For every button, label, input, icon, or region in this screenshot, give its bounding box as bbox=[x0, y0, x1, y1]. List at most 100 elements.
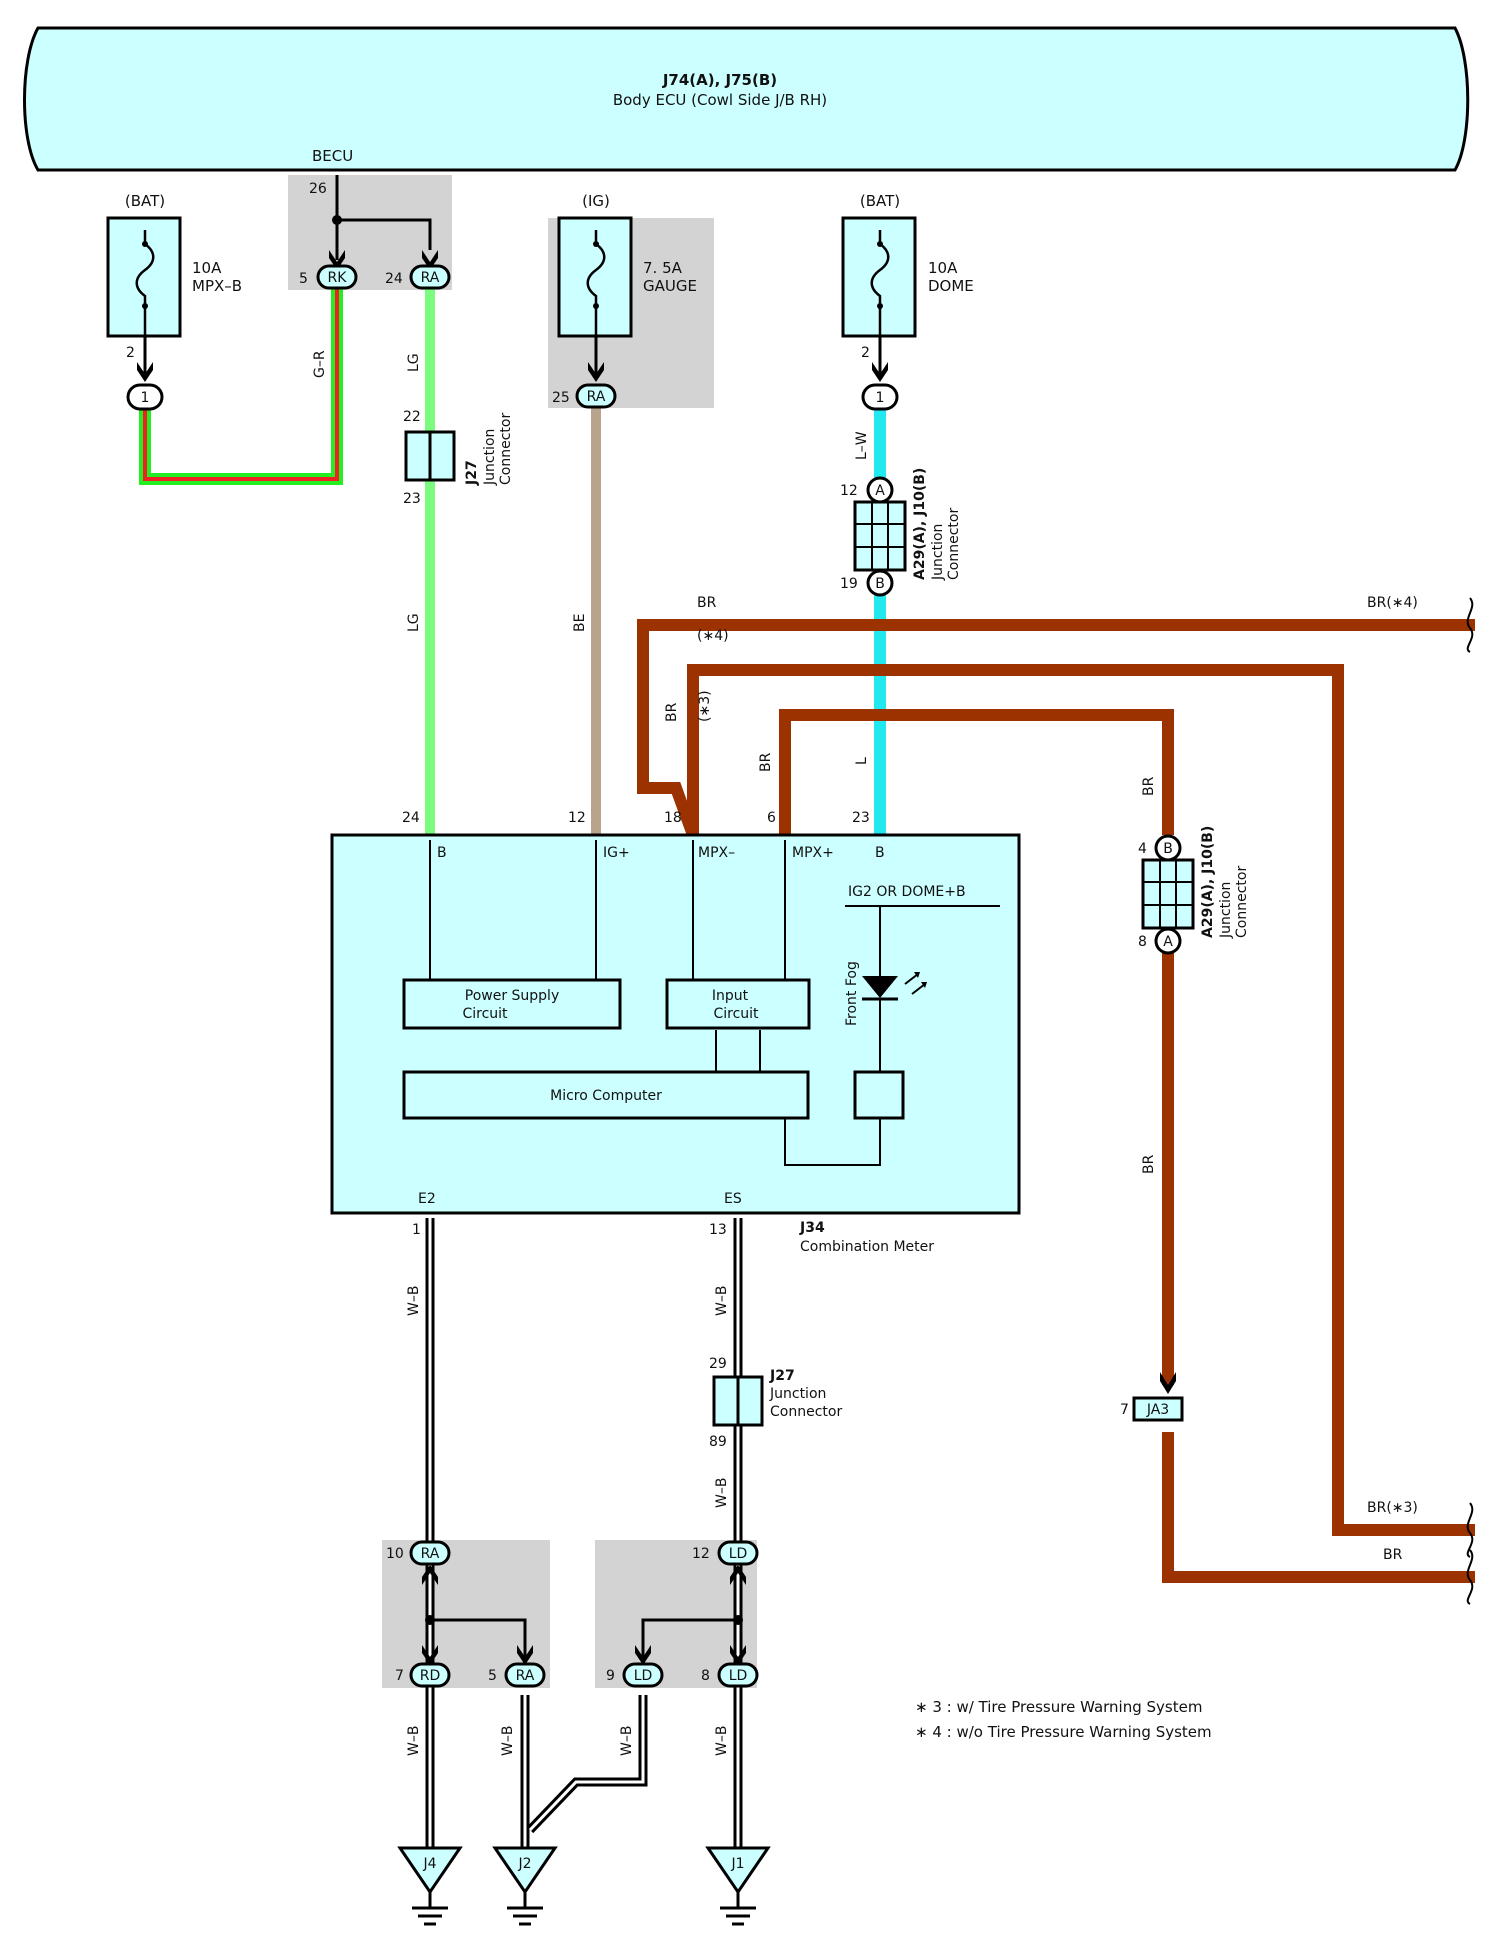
note-star3: ∗ 3 : w/ Tire Pressure Warning System bbox=[915, 1698, 1202, 1716]
j27-top-code: J27 bbox=[464, 460, 480, 486]
meter-pin-24: 24 bbox=[402, 810, 420, 826]
wire-br-star3-end: BR(∗3) bbox=[1367, 1500, 1418, 1516]
wire-wb6-label: W–B bbox=[619, 1726, 635, 1756]
a29-top-conn-a: A bbox=[875, 483, 885, 499]
conn-rk bbox=[316, 264, 358, 290]
j27-bottom-code: J27 bbox=[769, 1368, 795, 1384]
wire-lg1-label: LG bbox=[406, 353, 422, 372]
a29-right-box bbox=[1141, 858, 1195, 930]
fuse3-icon bbox=[870, 230, 890, 336]
term-mpxm: MPX– bbox=[698, 845, 735, 861]
fuse1-icon bbox=[135, 230, 155, 336]
term-e2: E2 bbox=[418, 1191, 436, 1207]
fuse2-icon bbox=[586, 230, 606, 336]
j27-top-name2: Connector bbox=[498, 413, 514, 485]
j27-bottom-name2: Connector bbox=[770, 1404, 842, 1420]
gc-ld12-label: LD bbox=[729, 1546, 748, 1562]
gc-ld9-label: LD bbox=[634, 1668, 653, 1684]
wire-br-right2-label: BR bbox=[1141, 1154, 1157, 1174]
fuse3-pin: 2 bbox=[861, 345, 870, 361]
term-mpxp: MPX+ bbox=[792, 845, 834, 861]
wire-br-top-label: BR bbox=[697, 595, 717, 611]
ja3-pin: 7 bbox=[1120, 1402, 1129, 1418]
wire-br-star4-note: (∗4) bbox=[697, 628, 729, 644]
micro-computer-label: Micro Computer bbox=[550, 1088, 662, 1104]
a29-top-pin-b: 19 bbox=[840, 576, 858, 592]
wire-wb7-label: W–B bbox=[714, 1726, 730, 1756]
ground-j2: J2 bbox=[492, 1846, 558, 1926]
a29-top-name2: Connector bbox=[946, 508, 962, 580]
ground-j4: J4 bbox=[397, 1846, 463, 1926]
wire-lw-label: L–W bbox=[854, 431, 870, 460]
wire-lg2-label: LG bbox=[406, 613, 422, 632]
gc-rd7-pin: 7 bbox=[395, 1668, 404, 1684]
j27-top-pin-b: 23 bbox=[403, 491, 421, 507]
ground-j2-label: J2 bbox=[517, 1856, 531, 1872]
micro-computer-box bbox=[402, 1070, 810, 1120]
wire-wb1-label: W–B bbox=[406, 1286, 422, 1316]
meter-pin-23: 23 bbox=[852, 810, 870, 826]
gc-ld8-pin: 8 bbox=[701, 1668, 710, 1684]
ground-j1-label: J1 bbox=[730, 1856, 744, 1872]
pin-24-ecu: 24 bbox=[385, 271, 403, 287]
j27-top-name1: Junction bbox=[482, 429, 498, 486]
ecu-name: Body ECU (Cowl Side J/B RH) bbox=[613, 91, 827, 109]
meter-pin-18: 18 bbox=[664, 810, 682, 826]
j27-bottom-name1: Junction bbox=[769, 1386, 826, 1402]
ground-j1: J1 bbox=[705, 1846, 771, 1926]
gc-ra5-label: RA bbox=[516, 1668, 535, 1684]
gc-ld12-pin: 12 bbox=[692, 1546, 710, 1562]
power-supply-box bbox=[402, 978, 622, 1030]
fuse3-name: DOME bbox=[928, 277, 974, 295]
wire-wb3-label: W–B bbox=[714, 1478, 730, 1508]
meter-pin-12: 12 bbox=[568, 810, 586, 826]
wire-l-label: L bbox=[854, 757, 870, 765]
a29-top-pin-a: 12 bbox=[840, 483, 858, 499]
j27-bottom-pin-a: 29 bbox=[709, 1356, 727, 1372]
gc-ra10 bbox=[409, 1540, 451, 1566]
term-ig: IG+ bbox=[603, 845, 630, 861]
wire-wb2-label: W–B bbox=[714, 1286, 730, 1316]
br-wire-end bbox=[1162, 1432, 1475, 1583]
fuse1-rating: 10A bbox=[192, 259, 222, 277]
a29-right-pin-b: 8 bbox=[1138, 934, 1147, 950]
gc-ld8 bbox=[717, 1662, 759, 1688]
gc-rd7-label: RD bbox=[420, 1668, 441, 1684]
gc-ld12 bbox=[717, 1540, 759, 1566]
conn-ra-ecu-label: RA bbox=[421, 270, 440, 286]
ecu-code: J74(A), J75(B) bbox=[662, 71, 777, 89]
fuse1-conn bbox=[126, 383, 164, 411]
wire-br-right1-label: BR bbox=[1141, 776, 1157, 796]
wire-wb4-label: W–B bbox=[406, 1726, 422, 1756]
input-circuit-label-1: Input bbox=[712, 988, 749, 1004]
wire-br-star4-end: BR(∗4) bbox=[1367, 595, 1418, 611]
gr-wire-red bbox=[143, 283, 339, 481]
input-circuit-box bbox=[665, 978, 811, 1030]
a29-right-code: A29(A), J10(B) bbox=[1200, 826, 1216, 938]
meter-pin-1: 1 bbox=[412, 1222, 421, 1238]
gc-rd7 bbox=[409, 1662, 451, 1688]
term-b2: B bbox=[875, 845, 885, 861]
front-fog-led-icon bbox=[862, 976, 898, 998]
br-wire-star4 bbox=[637, 619, 1475, 838]
gc-ra5 bbox=[504, 1662, 546, 1688]
fuse2-conn bbox=[575, 383, 617, 409]
ig2-label: IG2 OR DOME+B bbox=[848, 884, 966, 900]
front-fog-label: Front Fog bbox=[844, 961, 860, 1026]
meter-pin-6: 6 bbox=[767, 810, 776, 826]
wire-wb5-label: W–B bbox=[500, 1726, 516, 1756]
j27-bottom-pin-b: 89 bbox=[709, 1434, 727, 1450]
wire-br-left-label: BR bbox=[664, 702, 680, 722]
a29-right-name1: Junction bbox=[1218, 882, 1234, 939]
a29-right-name2: Connector bbox=[1234, 866, 1250, 938]
conn-ra-ecu bbox=[409, 264, 451, 290]
fuse3-rating: 10A bbox=[928, 259, 958, 277]
gc-ld9 bbox=[622, 1662, 664, 1688]
pin-5: 5 bbox=[299, 271, 308, 287]
fuse3-conn-label: 1 bbox=[876, 390, 885, 406]
input-circuit-label-2: Circuit bbox=[713, 1006, 759, 1022]
a29-top-name1: Junction bbox=[930, 524, 946, 581]
ja3-label: JA3 bbox=[1146, 1402, 1169, 1418]
a29-top-code: A29(A), J10(B) bbox=[912, 468, 928, 580]
meter-code: J34 bbox=[799, 1220, 825, 1236]
